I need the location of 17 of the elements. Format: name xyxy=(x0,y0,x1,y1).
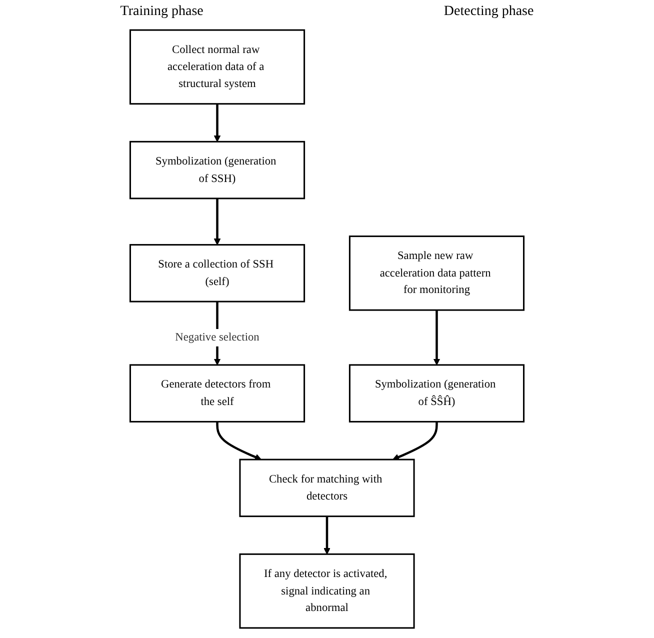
arrow xyxy=(392,422,438,460)
node-box xyxy=(239,553,415,629)
arrow xyxy=(214,104,221,142)
arrow xyxy=(324,516,330,554)
node-box xyxy=(129,364,306,422)
node-box xyxy=(129,29,306,105)
node-box xyxy=(129,140,306,200)
node-box xyxy=(348,236,525,311)
node-box xyxy=(348,364,525,422)
arrow xyxy=(214,198,221,246)
phase-heading: Training phase xyxy=(120,4,204,20)
node-box xyxy=(129,244,306,302)
arrow xyxy=(433,310,440,366)
node-box xyxy=(239,458,415,518)
flowchart: Collect normal raw acceleration data of a structural system Symbolization (generation of SSH) Store a collection of SSH (self) Negative selection Generate detectors from the self Sample new raw acceleration data pattern for monitoring Symbolization (generation of ŜŜĤ) Check for matching with detectors If any detector is activated, signal indicating an abnormal xyxy=(0,24,654,634)
phase-heading: Detecting phase xyxy=(444,4,534,20)
arrow xyxy=(216,422,262,460)
